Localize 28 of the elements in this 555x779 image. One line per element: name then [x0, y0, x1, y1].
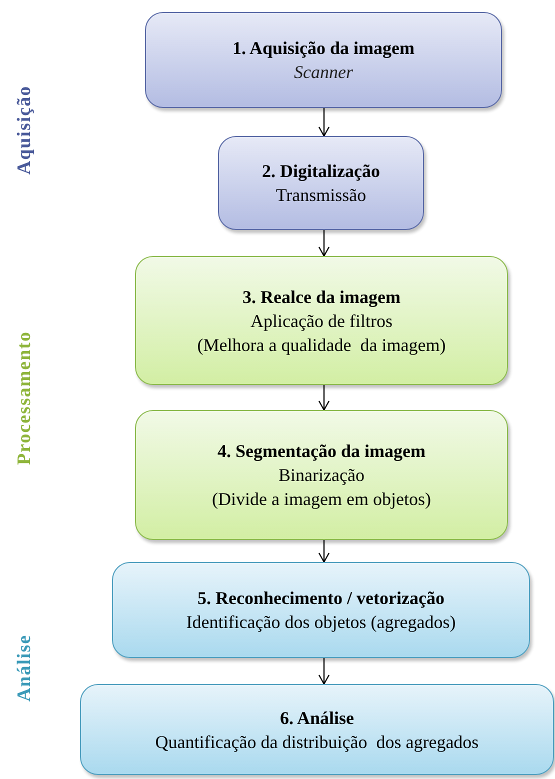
process-box	[218, 136, 424, 230]
phase-label: Aquisição	[12, 85, 36, 175]
process-box	[145, 12, 502, 108]
arrow	[318, 658, 330, 685]
step-description: (Melhora a qualidade da imagem)	[197, 334, 446, 356]
step-description: Aplicação de filtros	[250, 310, 392, 332]
step-title: 5. Reconhecimento / vetorização	[198, 587, 444, 610]
step-title: 6. Análise	[280, 706, 354, 730]
step-description: Transmissão	[276, 184, 366, 207]
process-box	[135, 256, 508, 385]
step-title: 2. Digitalização	[262, 160, 380, 183]
step-description: Identificação dos objetos (agregados)	[186, 611, 456, 634]
arrow	[318, 385, 330, 411]
process-box	[112, 562, 530, 658]
step-title: 1. Aquisição da imagem	[232, 37, 414, 60]
arrow	[318, 540, 330, 563]
arrow	[318, 108, 330, 137]
phase-label: Análise	[12, 634, 36, 702]
step-title: 3. Realce da imagem	[242, 286, 400, 308]
step-description: Quantificação da distribuição dos agregados	[155, 730, 479, 754]
phase-label: Processamento	[12, 331, 36, 465]
step-description: Scanner	[294, 61, 353, 84]
process-box	[135, 410, 508, 540]
arrow	[318, 230, 330, 257]
step-description: Binarização	[278, 464, 364, 487]
step-title: 4. Segmentação da imagem	[218, 440, 426, 463]
step-description: (Divide a imagem em objetos)	[212, 488, 431, 511]
process-box	[80, 684, 554, 775]
